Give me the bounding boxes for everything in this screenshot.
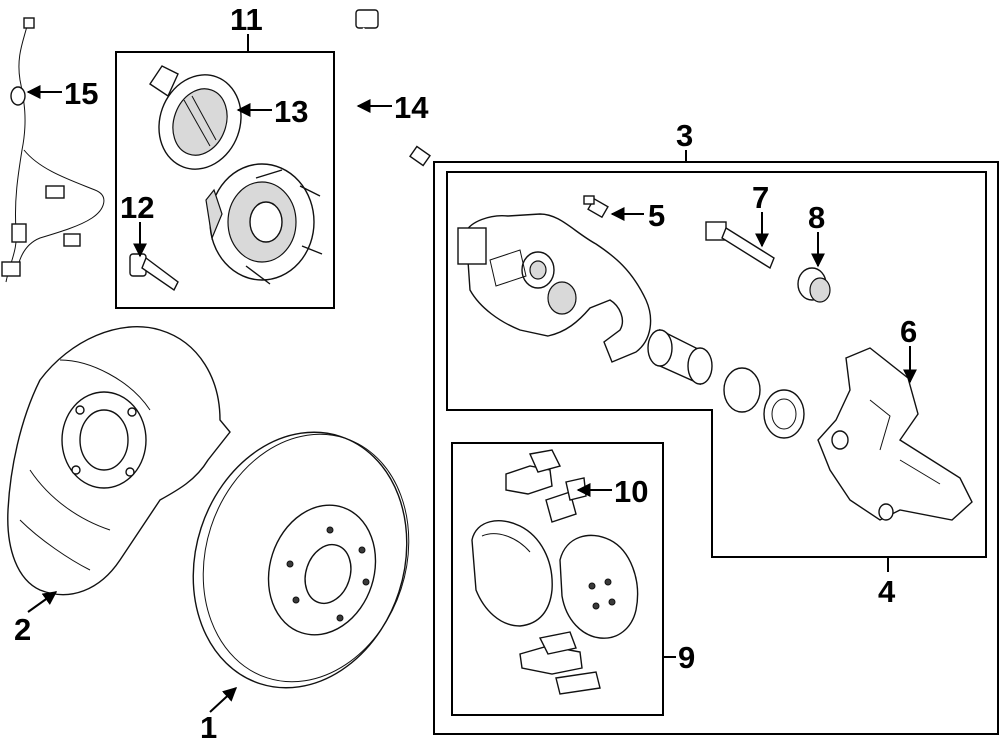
callout-6: 6	[900, 314, 917, 349]
callout-14: 14	[394, 90, 429, 125]
callout-11: 11	[230, 2, 263, 37]
wheel-hub-bearing	[205, 163, 323, 285]
caliper-housing	[457, 213, 652, 363]
brake-pad-outer	[559, 534, 639, 639]
caliper-piston	[647, 328, 713, 386]
abs-tone-ring	[149, 65, 242, 170]
caliper-body-box	[446, 171, 987, 572]
pad-clips-upper	[505, 449, 587, 523]
piston-boot	[763, 389, 805, 439]
callout-9: 9	[678, 640, 695, 675]
pad-clips-lower	[519, 631, 601, 695]
piston-seal	[723, 367, 761, 413]
callout-8: 8	[808, 200, 825, 235]
callout-4: 4	[878, 574, 896, 609]
guide-pin	[705, 221, 775, 270]
callout-13: 13	[274, 94, 308, 129]
bleeder-screw	[583, 195, 609, 219]
callout-7: 7	[752, 180, 769, 215]
callout-2: 2	[14, 612, 31, 647]
callout-10: 10	[614, 474, 648, 509]
pin-boot	[797, 267, 831, 303]
hub-bolt	[129, 253, 179, 292]
caliper-bracket	[817, 347, 973, 521]
brake-hose	[353, 9, 431, 167]
leader-lines	[26, 85, 917, 713]
caliper-group-box	[433, 150, 999, 735]
brake-rotor	[192, 431, 410, 689]
abs-sensor-wire	[1, 17, 105, 283]
brake-pad-inner	[471, 520, 553, 627]
brake-pad-box	[451, 442, 676, 716]
callout-15: 15	[64, 76, 98, 111]
hub-group-box	[115, 34, 335, 309]
callout-5: 5	[648, 198, 665, 233]
callout-12: 12	[120, 190, 154, 225]
dust-shield	[7, 326, 231, 596]
callout-1: 1	[200, 710, 217, 745]
callout-3: 3	[676, 118, 693, 153]
